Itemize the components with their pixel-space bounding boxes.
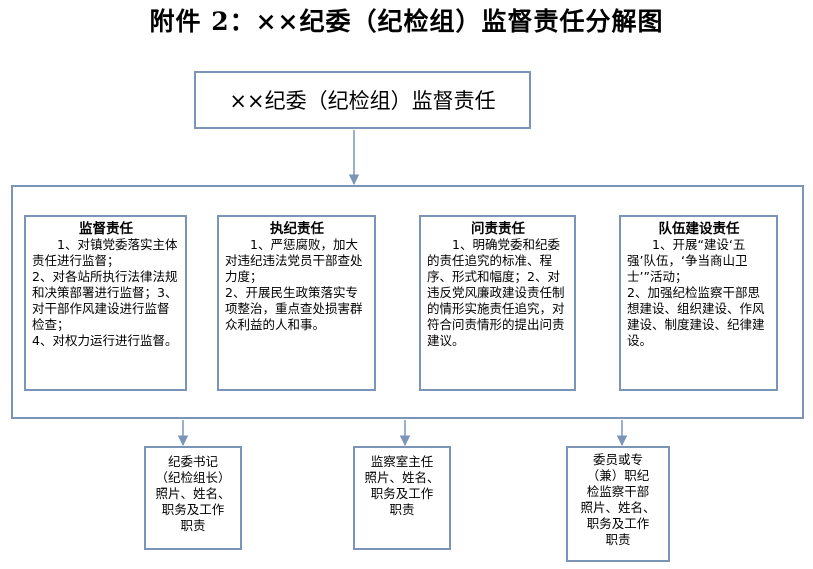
responsible-line: （纪检组长） <box>155 470 231 485</box>
duty-text: 4、对权力运行进行监督。 <box>32 333 178 348</box>
root-node: ××纪委（纪检组）监督责任 <box>194 71 531 129</box>
duty-text: 2、开展民生政策落实专项整治，重点查处损害群众利益的人和事。 <box>225 285 363 332</box>
responsible-line: 纪委书记 <box>167 454 218 469</box>
duty-text: 1、严惩腐败，加大对违纪违法党员干部查处力度； <box>225 237 363 284</box>
page-title: 附件 2：××纪委（纪检组）监督责任分解图 <box>149 7 664 36</box>
responsible-line: 照片、姓名、 <box>580 500 656 515</box>
duty-text: 1、对镇党委落实主体责任进行监督； <box>32 237 178 268</box>
duty-text: 2、加强纪检监察干部思想建设、组织建设、作风建设、制度建设、纪律建设。 <box>627 285 765 348</box>
duty-text: 1、开展“建设‘五强’队伍，‘争当商山卫士’”活动； <box>627 237 748 284</box>
responsible-line: 职责 <box>605 532 631 547</box>
responsible-line: 职务及工作 <box>370 486 434 501</box>
responsible-line: 检监察干部 <box>586 484 650 499</box>
responsible-line: 监察室主任 <box>370 454 434 469</box>
responsible-line: 照片、姓名、 <box>364 470 440 485</box>
responsible-committee-member: 委员或专 （兼）职纪 检监察干部 照片、姓名、 职务及工作 职责 <box>566 446 670 562</box>
responsible-line: 职责 <box>180 518 206 533</box>
duty-heading: 监督责任 <box>79 221 133 237</box>
responsible-line: 职务及工作 <box>586 516 650 531</box>
responsible-line: 委员或专 <box>592 452 643 467</box>
duty-heading: 执纪责任 <box>270 221 324 237</box>
responsible-line: 职务及工作 <box>161 502 225 517</box>
duty-text: 1、明确党委和纪委的责任追究的标准、程序、形式和幅度；2、对违反党风廉政建设责任… <box>427 237 565 348</box>
responsible-supervision-director: 监察室主任 照片、姓名、 职务及工作 职责 <box>353 446 451 550</box>
duty-discipline: 执纪责任 1、严惩腐败，加大对违纪违法党员干部查处力度； 2、开展民生政策落实专… <box>217 215 376 391</box>
duty-accountability: 问责责任 1、明确党委和纪委的责任追究的标准、程序、形式和幅度；2、对违反党风廉… <box>419 215 576 391</box>
responsible-line: （兼）职纪 <box>586 468 650 483</box>
responsible-line: 职责 <box>389 502 415 517</box>
duty-heading: 问责责任 <box>471 221 525 237</box>
duty-heading: 队伍建设责任 <box>658 221 740 237</box>
root-node-label: ××纪委（纪检组）监督责任 <box>229 89 496 113</box>
duty-text: 2、对各站所执行法律法规和决策部署进行监督；3、对干部作风建设进行监督检查； <box>32 269 178 332</box>
duty-supervision: 监督责任 1、对镇党委落实主体责任进行监督； 2、对各站所执行法律法规和决策部署… <box>24 215 187 391</box>
duty-team-building: 队伍建设责任 1、开展“建设‘五强’队伍，‘争当商山卫士’”活动； 2、加强纪检… <box>619 215 778 391</box>
responsible-secretary: 纪委书记 （纪检组长） 照片、姓名、 职务及工作 职责 <box>144 446 242 550</box>
responsible-line: 照片、姓名、 <box>155 486 231 501</box>
